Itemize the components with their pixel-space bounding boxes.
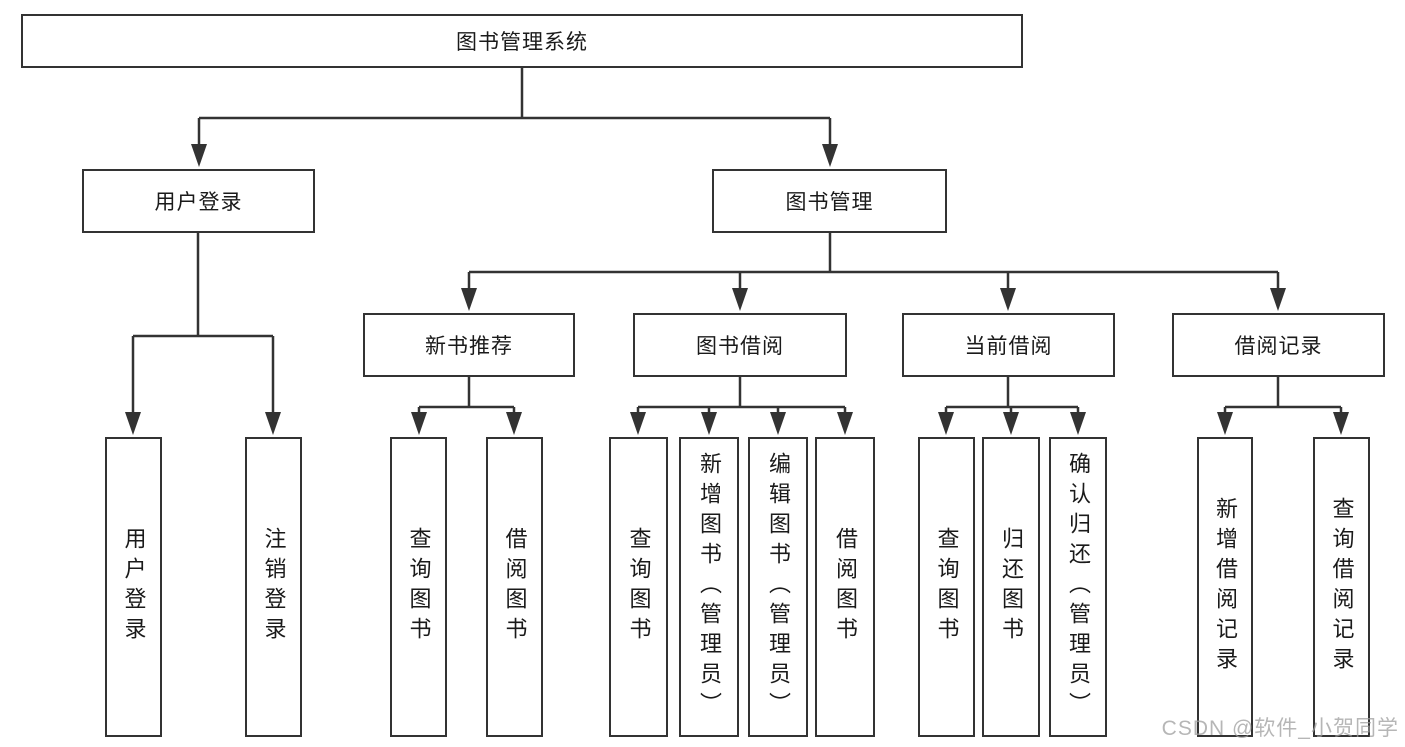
- node-borrow-books-recommend: 借阅图书: [486, 437, 543, 737]
- node-add-borrow-record: 新增借阅记录: [1197, 437, 1253, 737]
- node-label: 查询图书: [626, 527, 652, 647]
- node-new-book-recommendation: 新书推荐: [363, 313, 575, 377]
- node-label: 借阅图书: [833, 527, 858, 647]
- node-library-management-system: 图书管理系统: [21, 14, 1023, 68]
- node-label: 用户登录: [121, 527, 147, 647]
- node-current-borrowing: 当前借阅: [902, 313, 1115, 377]
- node-label: 查询借阅记录: [1329, 497, 1355, 677]
- node-logout: 注销登录: [245, 437, 302, 737]
- node-label: 借阅图书: [502, 527, 528, 647]
- node-user-login-leaf: 用户登录: [105, 437, 162, 737]
- node-label: 新增借阅记录: [1213, 497, 1238, 677]
- node-book-management: 图书管理: [712, 169, 947, 233]
- node-query-borrow-record: 查询借阅记录: [1313, 437, 1370, 737]
- node-user-login-group: 用户登录: [82, 169, 315, 233]
- node-confirm-return-admin: 确认归还（管理员）: [1049, 437, 1107, 737]
- node-query-books-current: 查询图书: [918, 437, 975, 737]
- node-label: 确认归还（管理员）: [1066, 452, 1091, 722]
- node-label: 查询图书: [406, 527, 432, 647]
- node-label: 归还图书: [999, 527, 1024, 647]
- node-book-borrowing: 图书借阅: [633, 313, 847, 377]
- node-label: 查询图书: [934, 527, 960, 647]
- node-edit-books-admin: 编辑图书（管理员）: [748, 437, 808, 737]
- node-query-books-borrowing: 查询图书: [609, 437, 668, 737]
- node-borrow-books-borrowing: 借阅图书: [815, 437, 875, 737]
- csdn-watermark: CSDN @软件_小贺同学: [1161, 717, 1399, 740]
- node-label: 编辑图书（管理员）: [766, 452, 791, 722]
- node-borrowing-records: 借阅记录: [1172, 313, 1385, 377]
- node-label: 注销登录: [261, 527, 287, 647]
- node-return-books: 归还图书: [982, 437, 1040, 737]
- node-add-books-admin: 新增图书（管理员）: [679, 437, 739, 737]
- node-label: 新增图书（管理员）: [697, 452, 722, 722]
- node-query-books-recommend: 查询图书: [390, 437, 447, 737]
